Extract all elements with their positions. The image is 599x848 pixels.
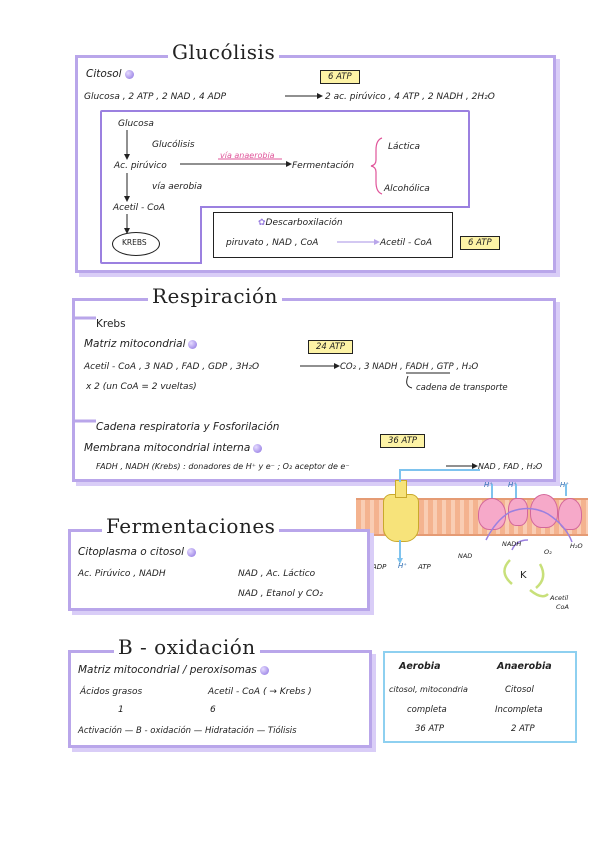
- fermentaciones-line1-right: NAD , Ac. Láctico: [238, 569, 316, 579]
- flow-via-anaerobia: vía anaerobia: [220, 151, 275, 160]
- diagram-coa: CoA: [556, 603, 569, 611]
- table-cell-r2c1: completa: [407, 705, 447, 715]
- location-dot-icon: [259, 665, 269, 675]
- descarboxilacion-title: ✿Descarboxilación: [258, 218, 343, 228]
- krebs-equation-right: CO₂ , 3 NADH , FADH , GTP , H₂O: [340, 362, 479, 372]
- diagram-h-top-3: H⁺: [560, 481, 569, 489]
- flow-glucolisis-label: Glucólisis: [152, 140, 195, 150]
- cadena-equation-left: FADH , NADH (Krebs) : donadores de H⁺ y …: [96, 462, 350, 471]
- flow-ac-piruvico: Ac. pirúvico: [114, 161, 167, 171]
- descarboxilacion-atp-badge: 6 ATP: [460, 236, 500, 250]
- diagram-adp: ADP: [372, 563, 387, 571]
- diagram-o2: O₂: [544, 548, 552, 556]
- krebs-note-right: cadena de transporte: [416, 383, 508, 393]
- flow-via-aerobia: vía aerobia: [152, 182, 203, 192]
- table-cell-r3c1: 36 ATP: [415, 724, 445, 734]
- star-icon: ✿: [258, 218, 266, 228]
- descarboxilacion-box: [213, 212, 453, 258]
- flow-krebs: KREBS: [122, 238, 147, 247]
- diagram-h-top-2: H⁺: [508, 481, 517, 489]
- flow-alcoholica: Alcohólica: [384, 184, 430, 194]
- table-cell-r1c1: citosol, mitocondria: [389, 685, 468, 694]
- flow-glucosa: Glucosa: [118, 119, 154, 129]
- descarboxilacion-right: Acetil - CoA: [380, 238, 433, 248]
- beta-oxidacion-section: [68, 650, 372, 748]
- table-cell-r2c2: Incompleta: [495, 705, 543, 715]
- complex-3-icon: [530, 494, 558, 528]
- glucolisis-equation-right: 2 ac. pirúvico , 4 ATP , 2 NADH , 2H₂O: [325, 92, 495, 102]
- fermentaciones-line2-right: NAD , Etanol y CO₂: [238, 589, 323, 599]
- krebs-cycle-icon: [112, 232, 160, 256]
- beta-line2-right: 6: [210, 705, 216, 715]
- respiracion-title: Respiración: [148, 284, 282, 308]
- diagram-nadh: NADH: [502, 540, 522, 548]
- diagram-h-bottom: H⁺: [398, 562, 407, 570]
- diagram-acetil: Acetil: [550, 594, 569, 602]
- glucolisis-location: Citosol: [86, 68, 134, 80]
- complex-1-icon: [478, 498, 506, 530]
- cadena-equation-right: NAD , FAD , H₂O: [478, 462, 543, 471]
- glucolisis-equation-left: Glucosa , 2 ATP , 2 NAD , 4 ADP: [84, 92, 227, 102]
- diagram-k: K: [520, 570, 527, 581]
- krebs-location: Matriz mitocondrial: [84, 338, 198, 350]
- krebs-note-left: x 2 (un CoA = 2 vueltas): [86, 382, 197, 392]
- complex-2-icon: [508, 498, 528, 526]
- diagram-h-top-1: H⁺: [484, 481, 493, 489]
- beta-line2-left: 1: [118, 705, 124, 715]
- cadena-heading: Cadena respiratoria y Fosforilación: [96, 421, 280, 433]
- fermentaciones-location: Citoplasma o citosol: [78, 546, 197, 558]
- glucolisis-title: Glucólisis: [168, 40, 280, 64]
- table-header-aerobia: Aerobia: [399, 661, 441, 672]
- comparison-table: Aerobia Anaerobia citosol, mitocondria C…: [383, 651, 577, 743]
- location-dot-icon: [187, 547, 197, 557]
- fermentaciones-line1-left: Ac. Pirúvico , NADH: [78, 569, 166, 579]
- flow-fermentacion: Fermentación: [292, 161, 355, 171]
- beta-line1-right: Acetil - CoA ( → Krebs ): [208, 687, 312, 697]
- krebs-heading: Krebs: [96, 318, 126, 330]
- krebs-atp-badge: 24 ATP: [308, 340, 354, 354]
- krebs-equation-left: Acetil - CoA , 3 NAD , FAD , GDP , 3H₂O: [84, 362, 260, 372]
- glucolisis-atp-badge: 6 ATP: [320, 70, 360, 84]
- respiracion-section: [72, 298, 556, 482]
- table-cell-r1c2: Citosol: [505, 685, 534, 695]
- beta-location: Matriz mitocondrial / peroxisomas: [78, 664, 269, 676]
- cadena-location: Membrana mitocondrial interna: [84, 442, 263, 454]
- beta-line3: Activación — B - oxidación — Hidratación…: [78, 726, 297, 736]
- fermentaciones-title: Fermentaciones: [102, 514, 280, 538]
- complex-4-icon: [558, 498, 582, 530]
- beta-oxidacion-title: B - oxidación: [114, 635, 260, 659]
- location-dot-icon: [124, 69, 134, 79]
- beta-line1-left: Ácidos grasos: [80, 687, 143, 697]
- location-dot-icon: [253, 443, 263, 453]
- table-header-anaerobia: Anaerobia: [497, 661, 552, 672]
- location-dot-icon: [188, 339, 198, 349]
- table-cell-r3c2: 2 ATP: [511, 724, 535, 734]
- descarboxilacion-left: piruvato , NAD , CoA: [226, 238, 319, 248]
- diagram-atp: ATP: [418, 563, 431, 571]
- flow-acetil-coa: Acetil - CoA: [113, 203, 166, 213]
- flow-lactica: Láctica: [388, 142, 420, 152]
- diagram-nad: NAD: [458, 552, 473, 560]
- diagram-h2o: H₂O: [570, 542, 583, 550]
- cadena-atp-badge: 36 ATP: [380, 434, 426, 448]
